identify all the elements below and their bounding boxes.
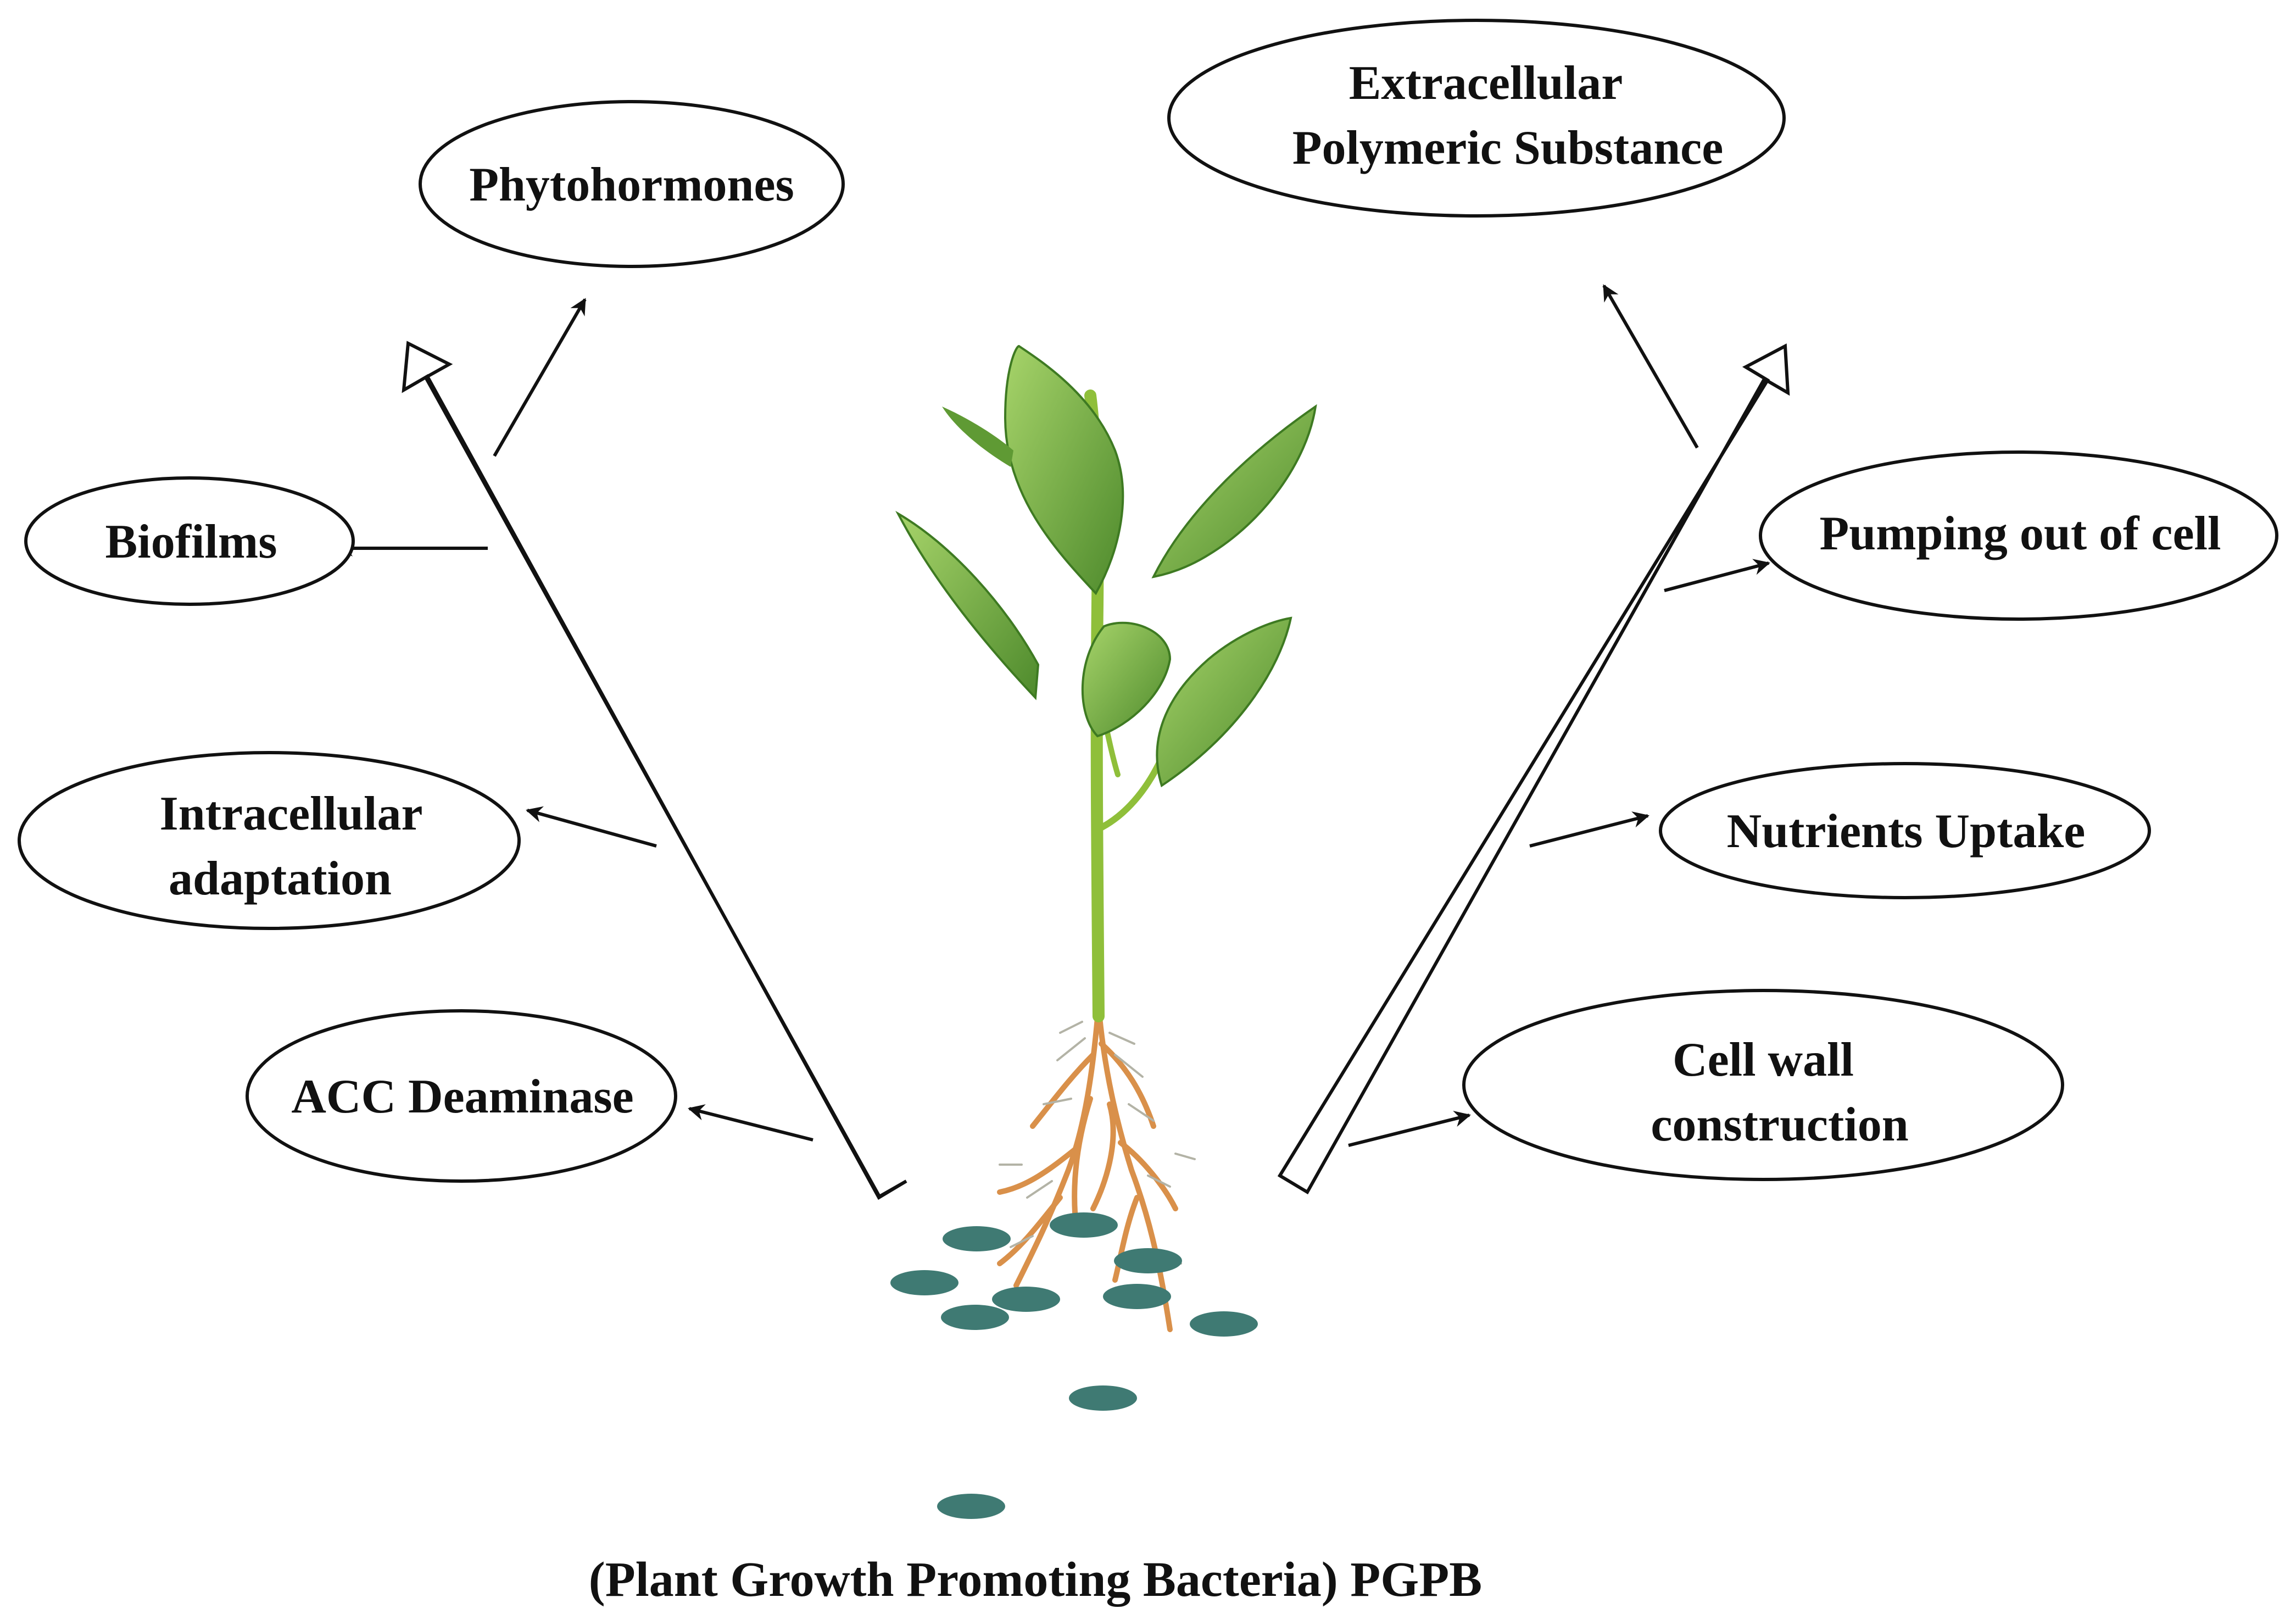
leaf-right-lower <box>1156 616 1292 788</box>
leaf-center-small <box>1081 621 1172 738</box>
bacterium <box>943 1226 1011 1251</box>
cellwall-label-line1: Cell wall <box>1673 1033 1854 1087</box>
acc-label: ACC Deaminase <box>291 1070 633 1123</box>
bacterium <box>1050 1212 1118 1238</box>
arrow-to-pumping <box>1664 559 1770 592</box>
bacteria-cluster <box>890 1212 1258 1519</box>
node-extracellular-polymeric-substance: Extracellular Polymeric Substance <box>1167 19 1786 218</box>
pumping-label: Pumping out of cell <box>1820 507 2221 560</box>
left-hollow-arrow <box>402 341 907 1200</box>
leaf-top-main <box>1004 344 1124 595</box>
arrow-to-cellwall <box>1348 1110 1471 1147</box>
arrow-to-acc <box>688 1104 813 1142</box>
plant-branch-right <box>1094 760 1162 833</box>
arrow-to-eps <box>1602 284 1699 449</box>
leaf-right-upper <box>1151 404 1317 578</box>
bacterium <box>937 1494 1005 1519</box>
bacterium <box>1069 1385 1137 1411</box>
intracellular-label-line2: adaptation <box>169 852 392 905</box>
arrow-to-intracellular <box>526 806 657 848</box>
diagram-caption: (Plant Growth Promoting Bacteria) PGPB <box>589 1552 1482 1607</box>
bacterium <box>941 1305 1009 1330</box>
arrow-to-phytohormones <box>493 298 587 457</box>
leaf-top-left-blade <box>942 407 1013 467</box>
bacterium <box>1190 1311 1258 1337</box>
node-acc-deaminase: ACC Deaminase <box>246 1009 677 1183</box>
node-intracellular-adaptation: Intracellular adaptation <box>18 751 521 930</box>
leaf-left-long <box>895 510 1040 700</box>
bacterium <box>992 1287 1060 1312</box>
node-pumping-out-of-cell: Pumping out of cell <box>1759 450 2278 621</box>
eps-label-line2: Polymeric Substance <box>1292 121 1724 175</box>
node-nutrients-uptake: Nutrients Uptake <box>1659 762 2151 899</box>
plant-root-hairs <box>999 1021 1196 1265</box>
node-biofilms: Biofilms <box>24 476 355 606</box>
bacterium <box>1114 1248 1182 1273</box>
bacterium <box>890 1270 958 1295</box>
node-cell-wall-construction: Cell wall construction <box>1462 989 2064 1181</box>
nutrients-label: Nutrients Uptake <box>1727 805 2086 858</box>
right-hollow-arrow <box>1277 343 1790 1195</box>
biofilms-label: Biofilms <box>105 515 277 569</box>
plant-roots <box>997 1003 1178 1332</box>
intracellular-label-line1: Intracellular <box>159 787 422 841</box>
arrow-to-nutrients <box>1529 811 1649 848</box>
bacterium <box>1103 1284 1171 1309</box>
plant-illustration <box>895 344 1317 1332</box>
cellwall-label-line2: construction <box>1651 1098 1908 1151</box>
phytohormones-label: Phytohormones <box>469 158 794 212</box>
eps-label-line1: Extracellular <box>1349 57 1623 110</box>
node-phytohormones: Phytohormones <box>419 100 845 268</box>
